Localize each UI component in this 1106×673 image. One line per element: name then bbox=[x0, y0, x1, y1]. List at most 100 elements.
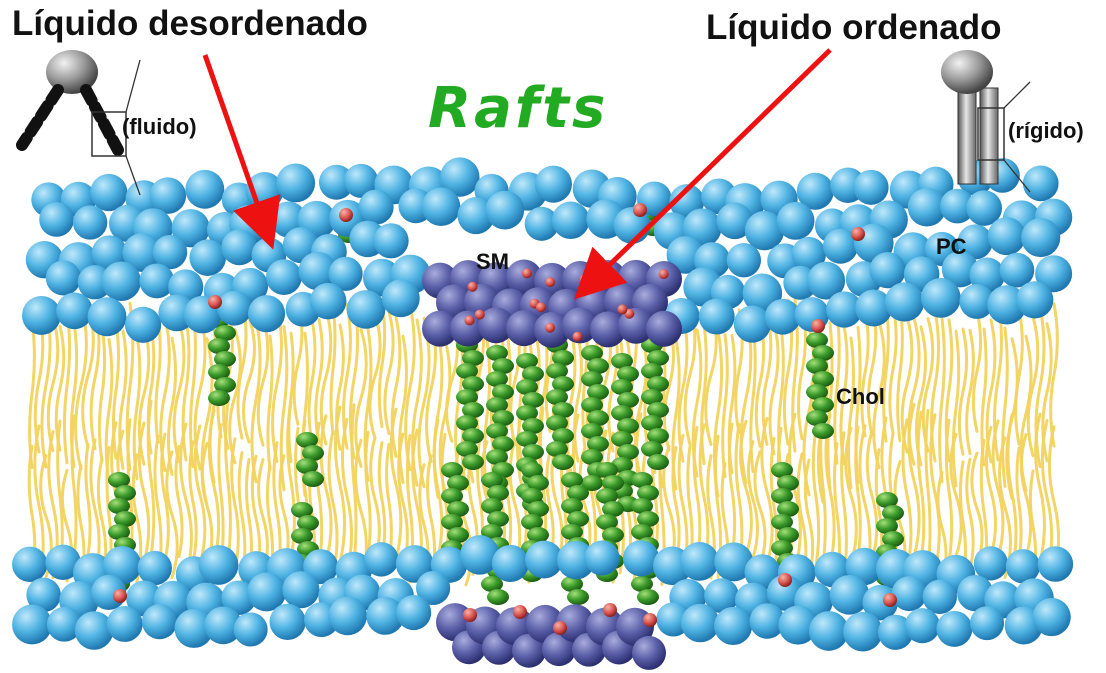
phosphate-dot bbox=[536, 302, 546, 312]
phosphate-dot bbox=[208, 295, 222, 309]
label-chol: Chol bbox=[836, 384, 885, 410]
pc-head bbox=[885, 282, 924, 321]
lipid-tail bbox=[331, 305, 335, 433]
cholesterol-bead bbox=[208, 390, 230, 406]
phosphate-dot bbox=[883, 593, 897, 607]
phosphate-dot bbox=[467, 282, 477, 292]
lipid-tail bbox=[729, 424, 734, 556]
lipid-tail bbox=[953, 331, 958, 486]
phosphate-dot bbox=[617, 304, 627, 314]
pc-head bbox=[73, 205, 107, 239]
pc-head bbox=[1033, 598, 1071, 636]
pc-head bbox=[364, 542, 398, 576]
title-rafts: Rafts bbox=[428, 76, 608, 141]
phosphate-dot bbox=[811, 319, 825, 333]
phosphate-dot bbox=[778, 573, 792, 587]
pc-head bbox=[396, 595, 431, 630]
pc-head bbox=[535, 166, 572, 203]
label-liquid-ordered: Líquido ordenado bbox=[706, 8, 1002, 48]
phosphate-dot bbox=[851, 227, 865, 241]
phosphate-dot bbox=[339, 208, 353, 222]
pc-head bbox=[422, 187, 461, 226]
phosphate-dot bbox=[643, 613, 657, 627]
lipid-tail bbox=[940, 318, 945, 481]
pc-head bbox=[552, 202, 589, 239]
pc-head bbox=[248, 295, 285, 332]
pc-head bbox=[905, 608, 940, 643]
pc-head bbox=[382, 279, 420, 317]
pc-head bbox=[1016, 281, 1053, 318]
pc-head bbox=[282, 571, 319, 608]
pc-head bbox=[727, 243, 761, 277]
lipid-tail bbox=[723, 335, 728, 477]
pc-head bbox=[276, 163, 315, 202]
pc-head bbox=[714, 607, 752, 645]
phosphate-dot bbox=[578, 286, 588, 296]
pc-head bbox=[359, 189, 394, 224]
pc-head bbox=[101, 262, 140, 301]
pc-head bbox=[347, 290, 386, 329]
pc-head bbox=[12, 547, 47, 582]
phosphate-dot bbox=[463, 608, 477, 622]
pc-head bbox=[970, 606, 1004, 640]
phosphate-dot bbox=[633, 203, 647, 217]
cholesterol-bead bbox=[462, 454, 484, 470]
label-fluid: (fluido) bbox=[122, 114, 197, 140]
pc-head bbox=[88, 297, 127, 336]
pc-head bbox=[46, 260, 81, 295]
pc-head bbox=[623, 540, 659, 576]
pc-head bbox=[185, 170, 224, 209]
lipid-tail bbox=[890, 306, 896, 433]
pc-head bbox=[699, 298, 735, 334]
pc-head bbox=[585, 541, 620, 576]
cholesterol-bead bbox=[812, 423, 834, 439]
pc-head bbox=[854, 170, 889, 205]
pc-head bbox=[681, 604, 720, 643]
lipid-tail bbox=[484, 340, 489, 493]
cholesterol-bead bbox=[647, 454, 669, 470]
phosphate-dot bbox=[545, 277, 555, 287]
pc-head bbox=[734, 306, 771, 343]
pc-head bbox=[809, 611, 849, 651]
pc-head bbox=[310, 283, 347, 320]
pc-head bbox=[936, 611, 972, 647]
pc-head bbox=[492, 545, 529, 582]
pc-head bbox=[1038, 546, 1074, 582]
lipid-tail bbox=[64, 309, 69, 463]
phosphate-dot bbox=[522, 268, 532, 278]
pc-head bbox=[199, 545, 239, 585]
pc-head bbox=[1006, 549, 1040, 583]
pc-head bbox=[1023, 166, 1059, 202]
lipid-tail bbox=[289, 333, 293, 461]
pc-head bbox=[234, 612, 268, 646]
pc-head bbox=[217, 291, 252, 326]
pc-head bbox=[142, 604, 177, 639]
pc-head bbox=[125, 307, 161, 343]
pc-head bbox=[189, 239, 226, 276]
phosphate-dot bbox=[113, 589, 127, 603]
cholesterol-bead bbox=[567, 589, 589, 605]
pc-head bbox=[830, 575, 870, 615]
lipid-tail bbox=[694, 427, 700, 562]
phosphate-dot bbox=[572, 332, 582, 342]
pc-head bbox=[988, 217, 1026, 255]
pc-head bbox=[139, 263, 174, 298]
pc-head bbox=[843, 612, 883, 652]
sm-head bbox=[632, 636, 666, 670]
phosphate-dot bbox=[659, 269, 669, 279]
pc-head bbox=[921, 278, 961, 318]
lipid-tail bbox=[86, 444, 90, 555]
lipid-tail bbox=[309, 320, 315, 443]
pc-head bbox=[221, 229, 257, 265]
label-liquid-disordered: Líquido desordenado bbox=[12, 4, 368, 44]
phosphate-dot bbox=[579, 275, 589, 285]
pc-head bbox=[892, 576, 927, 611]
lipid-tail bbox=[959, 329, 966, 454]
pc-head bbox=[12, 605, 52, 645]
cholesterol-bead bbox=[302, 471, 324, 487]
label-sm: SM bbox=[476, 249, 509, 275]
phosphate-dot bbox=[513, 605, 527, 619]
phosphate-dot bbox=[553, 621, 567, 635]
sm-head bbox=[646, 311, 682, 347]
pc-head bbox=[328, 597, 367, 636]
